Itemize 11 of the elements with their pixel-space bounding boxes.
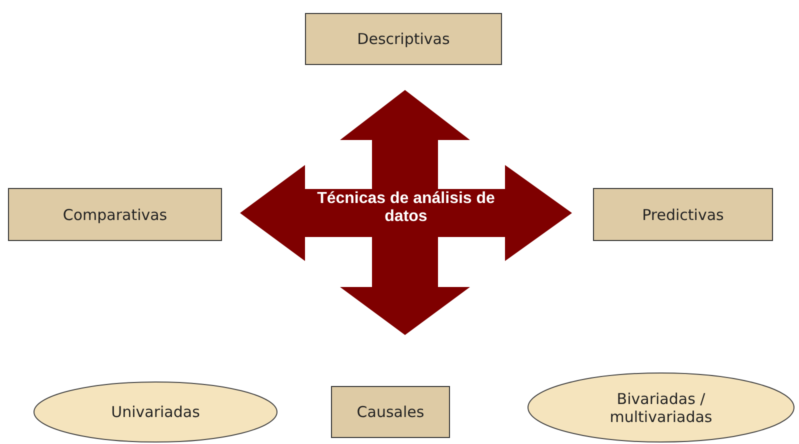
category-box <box>305 13 502 65</box>
category-label: Causales <box>356 403 424 421</box>
category-label: Univariadas <box>111 403 200 421</box>
category-box <box>331 386 450 438</box>
category-label: Descriptivas <box>357 30 450 48</box>
category-label: Predictivas <box>642 206 724 224</box>
center-label: Técnicas de análisis de datos <box>316 190 496 226</box>
category-box <box>8 188 222 241</box>
category-box <box>593 188 773 241</box>
category-label: Bivariadas / multivariadas <box>608 390 714 426</box>
category-label: Comparativas <box>62 206 168 224</box>
